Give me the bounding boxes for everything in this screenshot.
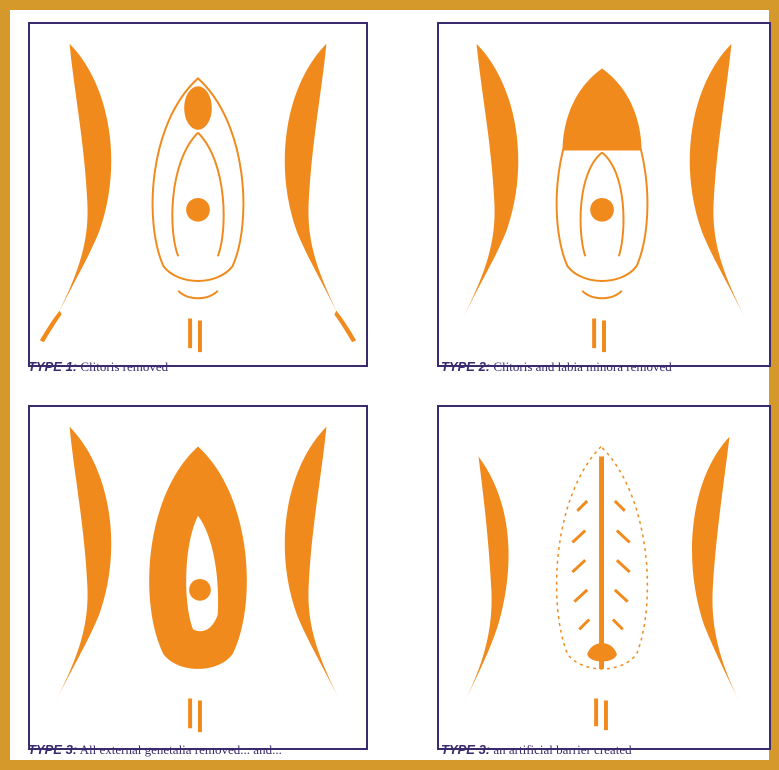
caption-type-label: TYPE 3: xyxy=(28,742,77,757)
diagram-panel-type1 xyxy=(28,22,368,367)
diagram-panel-type2 xyxy=(437,22,771,367)
caption-description: All external genetalia removed... and... xyxy=(80,742,282,757)
caption-type-label: TYPE 3: xyxy=(441,742,490,757)
caption-description: an artificial barrier created xyxy=(493,742,631,757)
illustration-type3 xyxy=(30,407,366,748)
caption-type-label: TYPE 2: xyxy=(441,359,490,374)
diagram-panel-type3 xyxy=(28,405,368,750)
caption-type3: TYPE 3: All external genetalia removed..… xyxy=(28,742,282,758)
illustration-type2 xyxy=(439,24,769,365)
illustration-type1 xyxy=(30,24,366,365)
caption-type-label: TYPE 1: xyxy=(28,359,77,374)
caption-type1: TYPE 1: Clitoris removed xyxy=(28,359,168,375)
caption-type2: TYPE 2: Clitoris and labia minora remove… xyxy=(441,359,672,375)
caption-description: Clitoris and labia minora removed xyxy=(493,359,671,374)
caption-description: Clitoris removed xyxy=(80,359,168,374)
illustration-type3-barrier xyxy=(439,407,769,748)
caption-type3-barrier: TYPE 3: an artificial barrier created xyxy=(441,742,632,758)
diagram-panel-type3-barrier xyxy=(437,405,771,750)
